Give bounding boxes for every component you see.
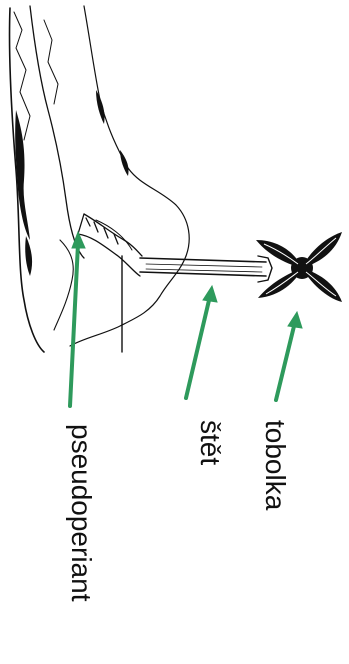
pseudoperianth-label: pseudoperiant bbox=[67, 424, 95, 601]
capsule-label: tobolka bbox=[261, 420, 289, 510]
seta-stalk bbox=[140, 256, 272, 282]
arrow-seta bbox=[186, 286, 217, 398]
arrow-pseudoperianth bbox=[70, 232, 85, 406]
capsule bbox=[256, 232, 342, 302]
seta-label: štět bbox=[196, 420, 224, 465]
leafy-shoot bbox=[9, 6, 189, 352]
pseudoperianth-sleeve bbox=[78, 214, 142, 276]
arrow-capsule bbox=[276, 312, 302, 400]
